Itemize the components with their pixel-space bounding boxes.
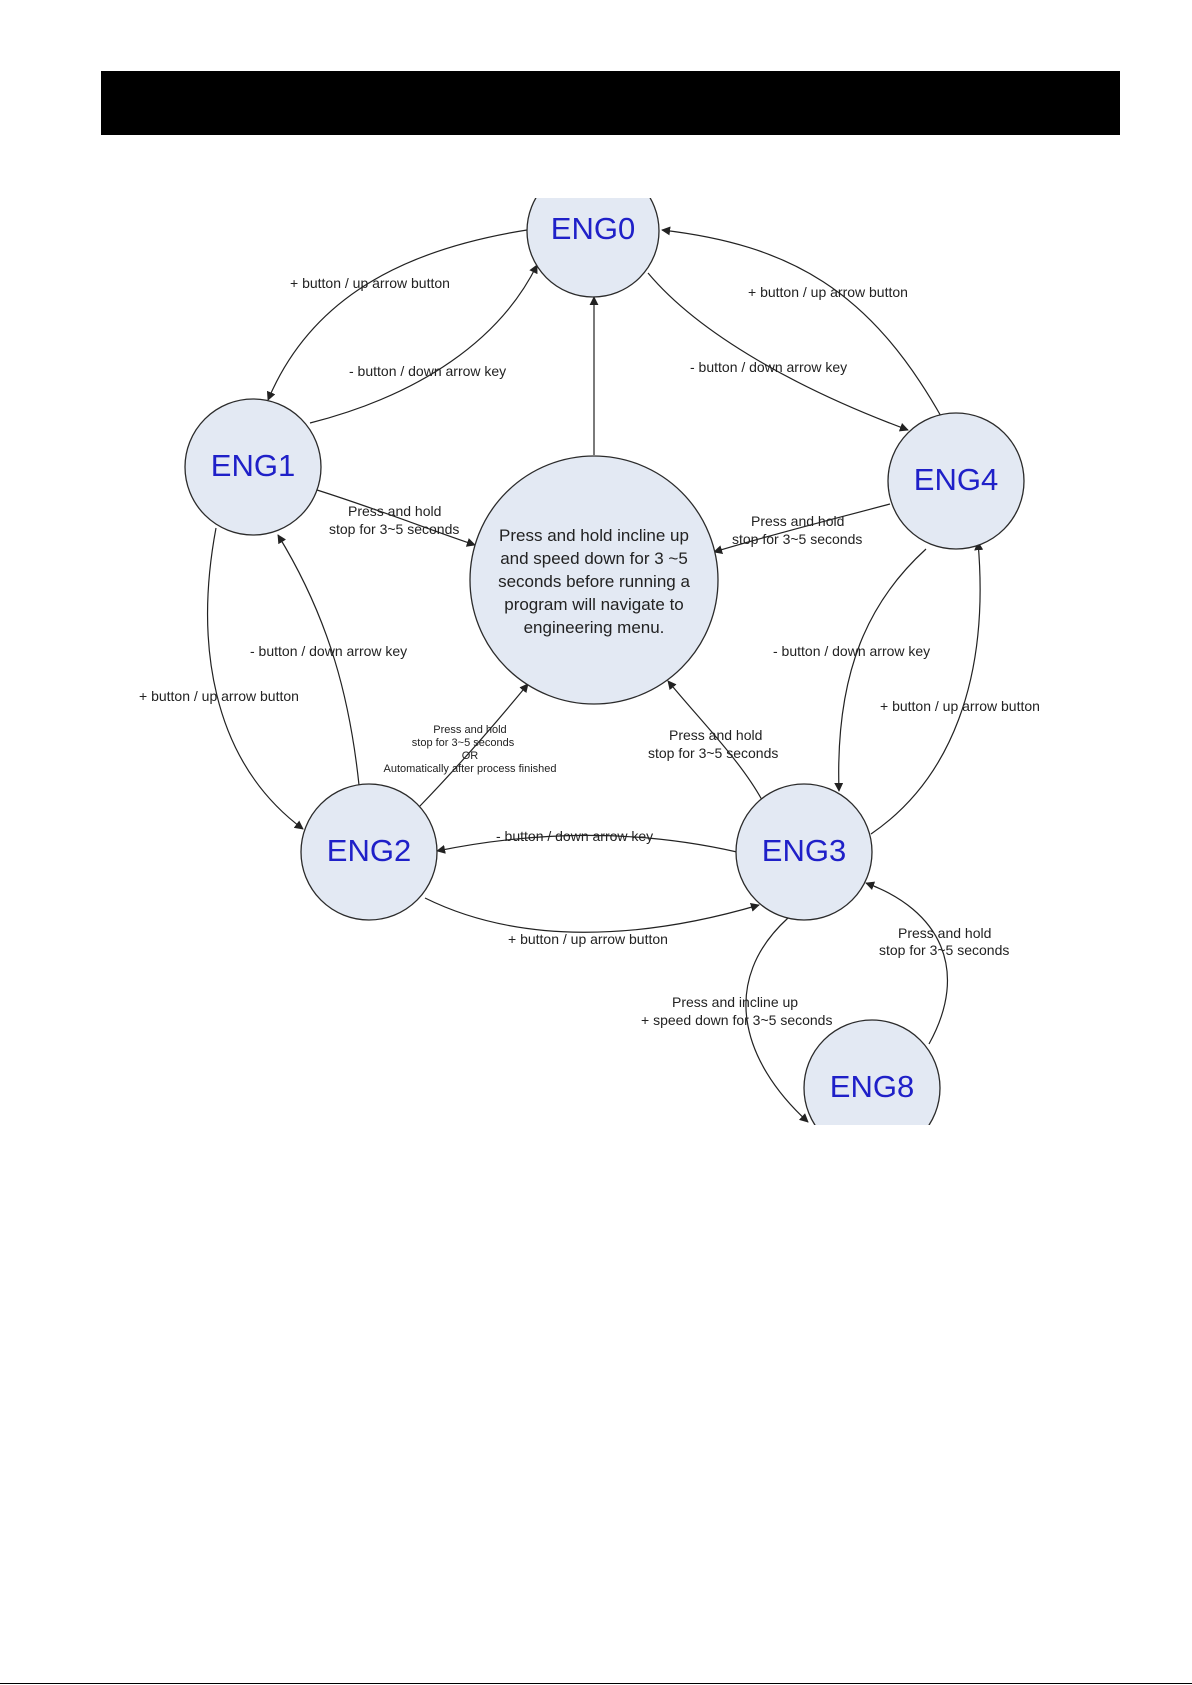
edge-eng1-to-center [316, 489, 476, 547]
label-eng3-to-eng8-line-1: Press and incline up [672, 994, 798, 1010]
edge-eng3-to-center [667, 680, 763, 801]
label-eng8-to-eng3-line-1: Press and hold [898, 925, 991, 941]
node-eng4-label: ENG4 [914, 462, 998, 497]
label-eng2-to-center-line-4: Automatically after process finished [383, 763, 556, 775]
label-eng4-to-center-line-2: stop for 3~5 seconds [732, 531, 862, 547]
edge-eng1-to-eng2 [207, 527, 304, 830]
label-eng3-to-eng2: - button / down arrow key [496, 828, 653, 844]
node-eng0-label: ENG0 [551, 211, 635, 246]
node-eng8-label: ENG8 [830, 1069, 914, 1104]
footer-line [0, 1683, 1192, 1684]
label-eng2-to-eng3: + button / up arrow button [508, 931, 668, 947]
label-eng2-to-eng1: - button / down arrow key [250, 643, 407, 659]
label-eng1-to-center-line-2: stop for 3~5 seconds [329, 521, 459, 537]
edge-eng1-to-eng0 [309, 264, 538, 424]
label-eng4-to-eng0: + button / up arrow button [748, 284, 908, 300]
edge-eng4-to-eng0 [661, 226, 943, 419]
label-eng0-to-eng1: + button / up arrow button [290, 275, 450, 291]
edge-eng3-to-eng2 [436, 834, 738, 854]
label-eng8-to-eng3-line-2: stop for 3~5 seconds [879, 942, 1009, 958]
edge-eng2-to-eng1 [277, 534, 360, 786]
label-eng2-to-center-line-3: OR [462, 750, 479, 762]
label-eng4-to-center-line-1: Press and hold [751, 513, 844, 529]
label-eng3-to-eng8-line-2: + speed down for 3~5 seconds [641, 1012, 832, 1028]
node-eng1-label: ENG1 [211, 448, 295, 483]
label-eng3-to-eng4: + button / up arrow button [880, 698, 1040, 714]
label-eng1-to-eng0: - button / down arrow key [349, 363, 506, 379]
edge-eng4-to-eng3 [834, 548, 927, 792]
node-eng4: ENG4 [887, 412, 1025, 550]
label-eng1-to-center-line-1: Press and hold [348, 503, 441, 519]
center-line-5: engineering menu. [524, 618, 665, 637]
edge-eng3-to-eng4 [870, 541, 984, 835]
center-line-2: and speed down for 3 ~5 [500, 549, 688, 568]
label-eng1-to-eng2: + button / up arrow button [139, 688, 299, 704]
label-eng2-to-center-line-2: stop for 3~5 seconds [412, 737, 515, 749]
node-eng1: ENG1 [184, 398, 322, 536]
node-eng2-label: ENG2 [327, 833, 411, 868]
label-eng3-to-center-line-1: Press and hold [669, 727, 762, 743]
header-bar [101, 71, 1120, 135]
label-eng0-to-eng4: - button / down arrow key [690, 359, 847, 375]
label-eng2-to-center-line-1: Press and hold [433, 724, 506, 736]
edge-eng2-to-eng3 [424, 897, 760, 933]
node-eng3-label: ENG3 [762, 833, 846, 868]
label-eng4-to-eng3: - button / down arrow key [773, 643, 930, 659]
node-eng0: ENG0 [526, 198, 660, 298]
node-eng3: ENG3 [735, 783, 873, 921]
edge-eng0-to-eng4 [647, 272, 909, 432]
edge-eng8-to-eng3 [865, 881, 949, 1045]
edge-eng0-to-eng1 [266, 229, 528, 401]
center-line-4: program will navigate to [504, 595, 684, 614]
node-eng8: ENG8 [803, 1019, 941, 1125]
edge-eng3-to-eng8 [745, 917, 809, 1123]
label-eng3-to-center-line-2: stop for 3~5 seconds [648, 745, 778, 761]
edge-eng2-to-center [418, 683, 529, 808]
center-line-3: seconds before running a [498, 572, 690, 591]
node-eng2: ENG2 [300, 783, 438, 921]
edge-eng4-to-center [713, 503, 891, 554]
center-line-1: Press and hold incline up [499, 526, 689, 545]
node-center: Press and hold incline up and speed down… [469, 455, 719, 705]
